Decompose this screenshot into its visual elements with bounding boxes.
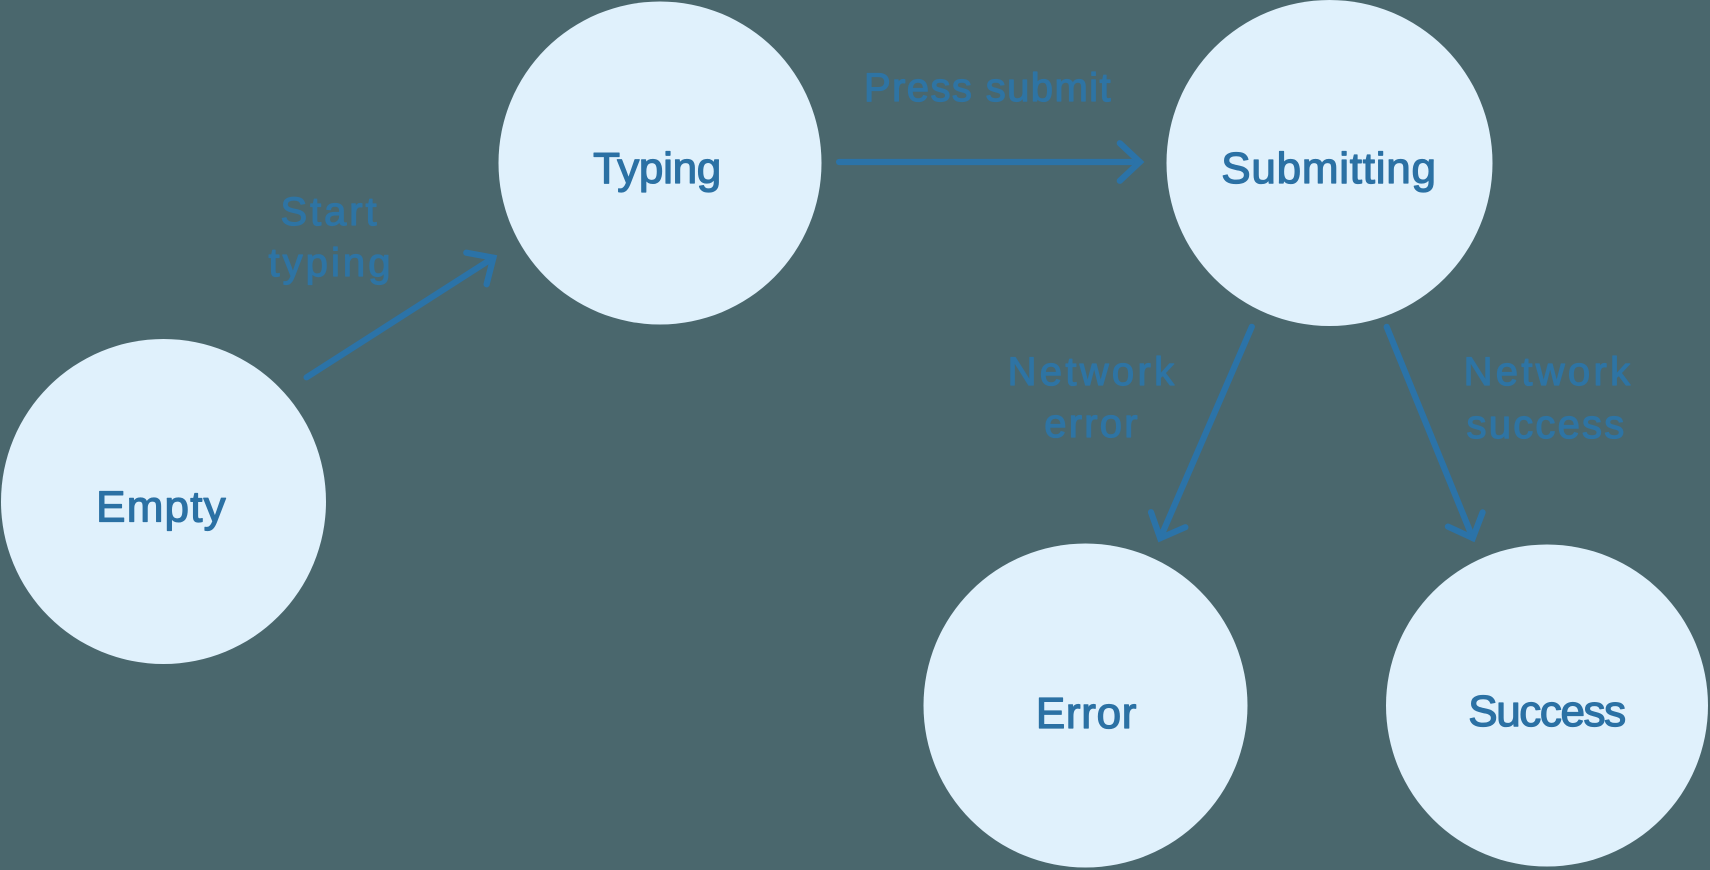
svg-text:Submitting: Submitting [1221, 144, 1436, 193]
svg-text:Start: Start [281, 190, 380, 234]
svg-text:typing: typing [268, 241, 393, 285]
svg-text:Typing: Typing [593, 144, 721, 193]
svg-text:Network: Network [1464, 350, 1634, 394]
svg-text:Press submit: Press submit [864, 66, 1112, 110]
svg-text:Success: Success [1468, 687, 1625, 736]
svg-text:Network: Network [1008, 350, 1178, 394]
svg-text:Empty: Empty [96, 483, 227, 532]
svg-text:success: success [1467, 403, 1627, 447]
svg-text:error: error [1044, 402, 1139, 446]
svg-text:Error: Error [1036, 689, 1137, 738]
